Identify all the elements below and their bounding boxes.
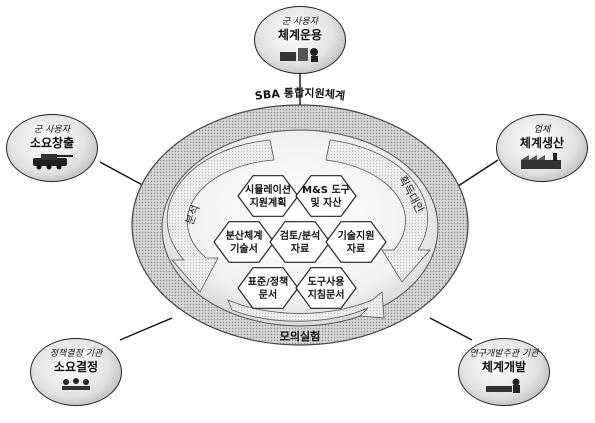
node-left: 군 사용자 소요창출 bbox=[6, 114, 98, 182]
hexagon-3-line1: 분산체계 bbox=[226, 229, 263, 242]
hexagon-3-line2: 기술서 bbox=[230, 242, 258, 255]
node-left-subtitle: 군 사용자 bbox=[7, 125, 97, 136]
hexagon-6-line1: 표준/정책 bbox=[248, 275, 288, 288]
connector-bottom-right bbox=[430, 318, 472, 340]
hexagon-1-line1: 시뮬레이션 bbox=[245, 183, 291, 196]
hexagon-4-line1: 검토/분석 bbox=[280, 229, 320, 242]
node-top-title: 체계운용 bbox=[255, 28, 345, 42]
node-right-subtitle: 업체 bbox=[497, 125, 587, 136]
node-top-subtitle: 군 사용자 bbox=[255, 17, 345, 28]
hexagon-1-line2: 지원계획 bbox=[250, 196, 287, 209]
node-top: 군 사용자 체계운용 bbox=[254, 6, 346, 74]
node-bottom-right: 연구개발주관 기관 체계개발 bbox=[458, 338, 550, 406]
node-right-title: 체계생산 bbox=[497, 136, 587, 150]
hexagon-5-line2: 자료 bbox=[347, 242, 365, 255]
bottom-label: 모의실험 bbox=[280, 329, 320, 343]
node-bottom-right-title: 체계개발 bbox=[459, 360, 549, 374]
connector-bottom-left bbox=[120, 318, 172, 340]
radar-operator-icon bbox=[278, 44, 322, 62]
hexagon-2-line1: M&S 도구 bbox=[302, 184, 350, 196]
node-bottom-right-subtitle: 연구개발주관 기관 bbox=[459, 349, 549, 360]
node-right: 업체 체계생산 bbox=[496, 114, 588, 182]
node-bottom-left: 정책결정 기관 소요결정 bbox=[30, 338, 122, 406]
node-bottom-left-title: 소요결정 bbox=[31, 360, 121, 374]
hexagon-4-line2: 자료 bbox=[291, 242, 309, 255]
hexagon-7-line2: 지침문서 bbox=[308, 288, 345, 301]
engineer-icon bbox=[482, 376, 526, 394]
tank-icon bbox=[27, 152, 77, 170]
hexagon-2-line2: 및 자산 bbox=[310, 196, 342, 209]
hexagon-7-line1: 도구사용 bbox=[308, 275, 345, 288]
node-bottom-left-subtitle: 정책결정 기관 bbox=[31, 349, 121, 360]
connector-left bbox=[100, 162, 148, 188]
meeting-icon bbox=[54, 376, 98, 394]
factory-icon bbox=[517, 152, 567, 170]
hexagon-5-line1: 기술지원 bbox=[338, 229, 375, 242]
hexagon-6-line2: 문서 bbox=[259, 288, 277, 301]
node-left-title: 소요창출 bbox=[7, 136, 97, 150]
